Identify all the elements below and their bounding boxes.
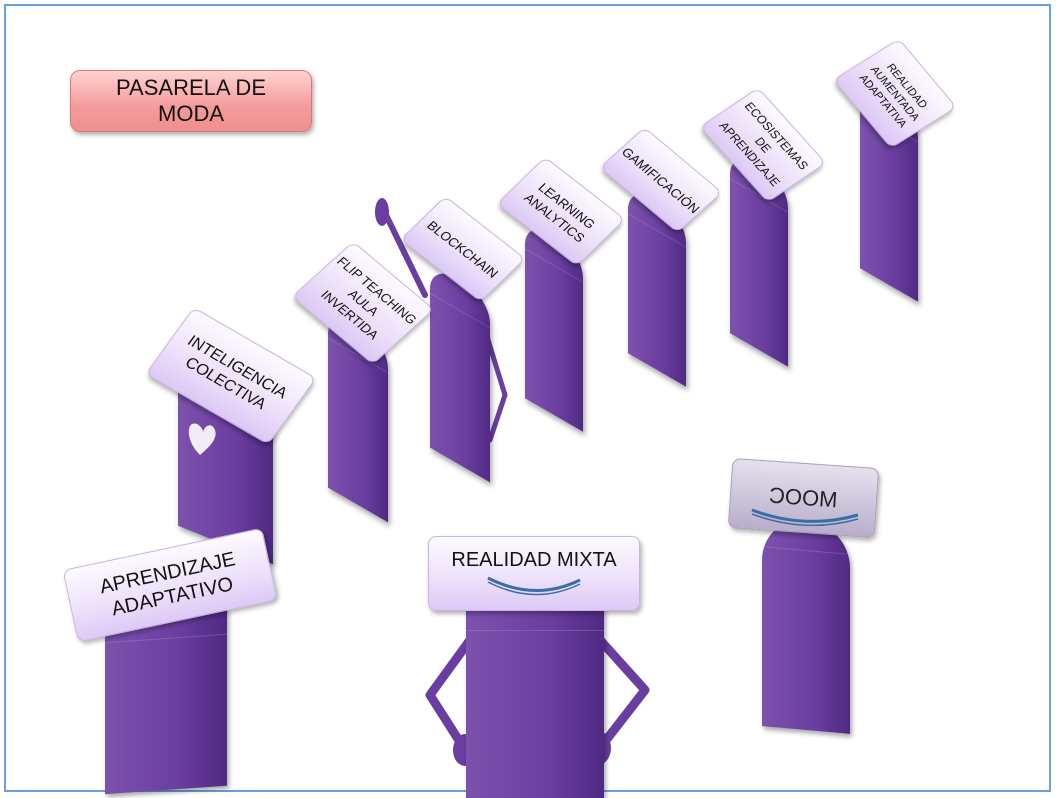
- card-mooc: MOOC: [727, 457, 880, 539]
- label-realidad-aumentada: REALIDAD AUMENTADA ADAPTATIVA: [856, 61, 930, 130]
- title-text: PASARELA DE MODA: [116, 75, 266, 126]
- label-aprendizaje-adaptativo: APRENDIZAJE ADAPTATIVO: [97, 548, 238, 621]
- figure-mooc-body: [762, 516, 850, 734]
- figure-realidad-mixta-body: [466, 600, 604, 798]
- label-realidad-mixta: REALIDAD MIXTA: [451, 549, 617, 571]
- card-realidad-mixta: REALIDAD MIXTA: [428, 536, 640, 611]
- label-mooc: MOOC: [768, 482, 839, 513]
- title-box: PASARELA DE MODA: [70, 70, 312, 132]
